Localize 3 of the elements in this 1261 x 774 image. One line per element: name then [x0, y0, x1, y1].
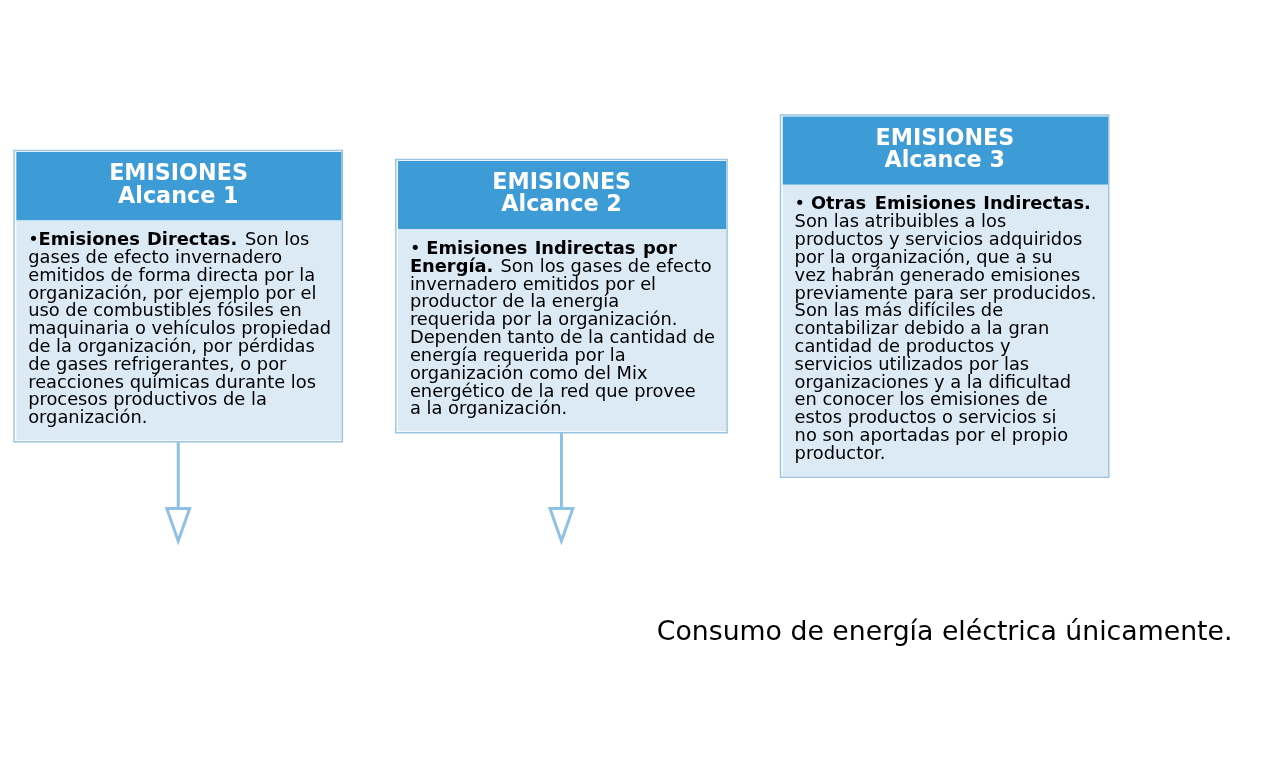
arrow	[164, 441, 192, 546]
label: Consumo de energía eléctrica únicamente.	[656, 614, 1233, 646]
arrow	[547, 432, 575, 546]
